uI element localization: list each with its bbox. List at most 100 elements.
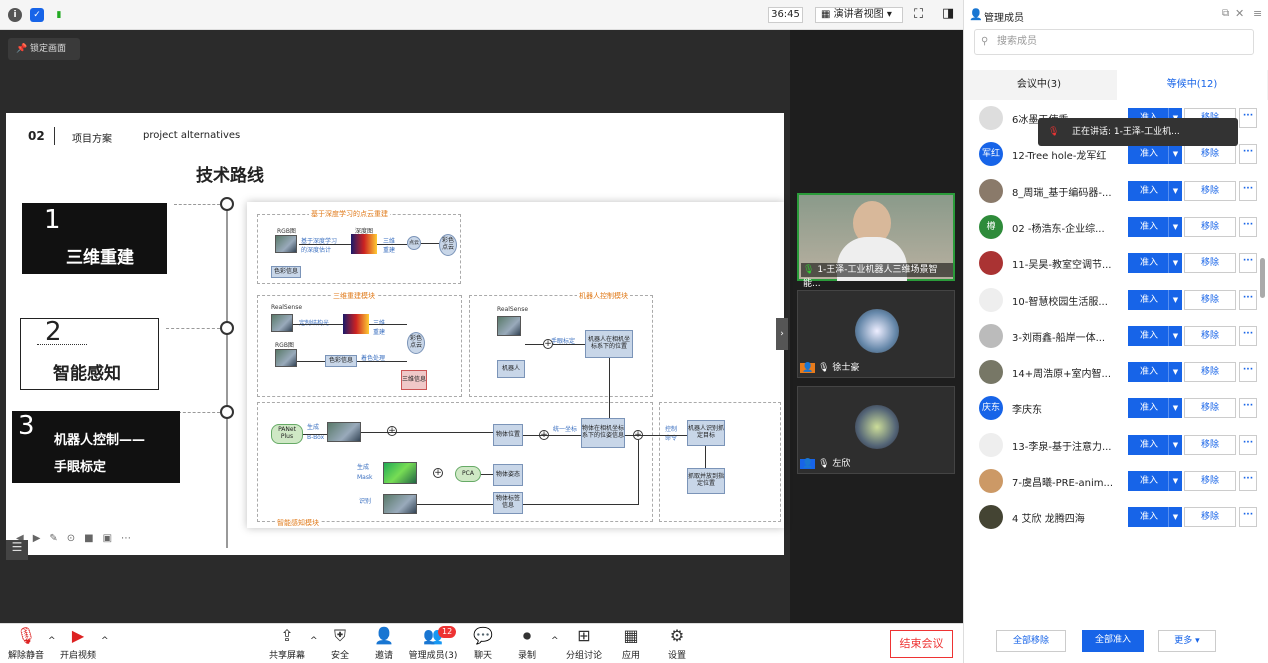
remove-button[interactable]: 移除 <box>1184 144 1236 165</box>
button-label: 设置 <box>667 651 686 661</box>
menu-icon[interactable]: ☰ <box>6 540 28 560</box>
settings-button[interactable]: ⚙ 设置 <box>664 626 690 662</box>
manage-members-button[interactable]: 👥管理成员(3) <box>408 627 458 662</box>
more-icon[interactable]: ··· <box>1239 216 1257 237</box>
security-button[interactable]: ⛨安全 <box>326 627 354 662</box>
remove-button[interactable]: 移除 <box>1184 507 1236 528</box>
chevron-up-icon[interactable]: ^ <box>48 636 56 646</box>
remove-button[interactable]: 移除 <box>1184 216 1236 237</box>
remove-button[interactable]: 移除 <box>1184 180 1236 201</box>
panet-box: PANet Plus <box>271 424 303 444</box>
chevron-up-icon[interactable]: ^ <box>310 636 318 646</box>
admit-button[interactable]: 准入▼ <box>1128 253 1182 274</box>
arrow <box>481 474 493 475</box>
admit-button[interactable]: 准入▼ <box>1128 507 1182 528</box>
chevron-down-icon[interactable]: ▼ <box>1168 180 1182 201</box>
chevron-down-icon[interactable]: ▼ <box>1168 144 1182 165</box>
view-mode-dropdown[interactable]: ▦ 演讲者视图 ▾ <box>815 7 903 23</box>
shield-icon[interactable]: ✓ <box>30 8 44 22</box>
admit-button[interactable]: 准入▼ <box>1128 471 1182 491</box>
more-icon[interactable]: ··· <box>1239 289 1257 310</box>
detection-image <box>327 422 361 442</box>
more-icon[interactable]: ··· <box>1239 507 1257 528</box>
more-icon[interactable]: ··· <box>1239 253 1257 274</box>
admit-label: 准入 <box>1140 185 1159 196</box>
unmute-button[interactable]: 🎙解除静音 <box>6 627 46 662</box>
member-row: 11-吴昊-教室空调节...准入▼移除··· <box>964 245 1264 281</box>
tab-waiting[interactable]: 等候中(12) <box>1117 70 1267 100</box>
more-icon[interactable]: ··· <box>1239 362 1257 383</box>
more-icon[interactable]: ··· <box>1239 180 1257 201</box>
more-icon[interactable]: ··· <box>1239 434 1257 455</box>
more-icon[interactable]: ··· <box>1239 108 1257 128</box>
admit-label: 准入 <box>1140 294 1159 305</box>
slide-toolbar[interactable]: ◀▶✎⊙■▣⋯ <box>16 533 141 544</box>
label: 定制结构光 <box>299 318 329 327</box>
chat-button[interactable]: 💬聊天 <box>470 627 496 662</box>
video-tile[interactable]: 👤 🎙 左欣 <box>797 386 955 474</box>
admit-button[interactable]: 准入▼ <box>1128 216 1182 237</box>
more-icon[interactable]: ··· <box>1239 471 1257 491</box>
chevron-down-icon[interactable]: ▼ <box>1168 507 1182 528</box>
chevron-down-icon[interactable]: ▼ <box>1168 362 1182 383</box>
remove-button[interactable]: 移除 <box>1184 398 1236 419</box>
gear-icon: ⚙ <box>669 626 685 645</box>
video-tile[interactable]: 👤 🎙 徐士豪 <box>797 290 955 378</box>
collapse-handle[interactable]: › <box>776 318 788 350</box>
tab-in-meeting[interactable]: 会议中(3) <box>964 72 1114 98</box>
breakout-button[interactable]: ⊞分组讨论 <box>564 627 604 662</box>
remove-button[interactable]: 移除 <box>1184 253 1236 274</box>
remove-button[interactable]: 移除 <box>1184 289 1236 310</box>
camera-off-icon: ▶ <box>71 626 85 645</box>
chevron-down-icon[interactable]: ▼ <box>1168 216 1182 237</box>
remove-button[interactable]: 移除 <box>1184 362 1236 383</box>
chevron-up-icon[interactable]: ^ <box>551 636 559 646</box>
popout-icon[interactable]: ⧉ <box>1222 8 1230 19</box>
button-label: 管理成员(3) <box>408 651 458 661</box>
end-meeting-button[interactable]: 结束会议 <box>890 630 953 658</box>
video-tile-speaker[interactable]: 🎙 1-王泽-工业机器人三维场景智能... <box>797 193 955 289</box>
remove-button[interactable]: 移除 <box>1184 471 1236 491</box>
search-input[interactable]: ⚲ 搜索成员 <box>974 29 1254 55</box>
chevron-down-icon[interactable]: ▼ <box>1168 471 1182 491</box>
admit-button[interactable]: 准入 ▼ <box>1128 180 1182 201</box>
sidebar-toggle-icon[interactable]: ◨ <box>942 6 955 21</box>
start-video-button[interactable]: ▶开启视频 <box>58 626 98 662</box>
more-icon[interactable]: ··· <box>1239 325 1257 346</box>
chevron-down-icon[interactable]: ▼ <box>1168 434 1182 455</box>
chevron-down-icon[interactable]: ▼ <box>1168 253 1182 274</box>
avatar <box>979 287 1003 312</box>
remove-button[interactable]: 移除 <box>1184 325 1236 346</box>
share-screen-button[interactable]: ⇪共享屏幕 <box>268 627 306 662</box>
apps-button[interactable]: ▦应用 <box>618 627 644 662</box>
admit-all-button[interactable]: 全部准入 <box>1082 630 1144 652</box>
scrollbar[interactable] <box>1260 258 1265 298</box>
button-label: 录制 <box>517 651 536 661</box>
remove-all-button[interactable]: 全部移除 <box>996 630 1066 652</box>
admit-label: 准入 <box>1140 367 1159 378</box>
label: 着色处理 <box>361 355 386 362</box>
admit-button[interactable]: 准入 ▼ <box>1128 289 1182 310</box>
record-button[interactable]: ⏺录制 <box>514 627 540 662</box>
chevron-down-icon[interactable]: ▼ <box>1168 325 1182 346</box>
more-icon[interactable]: ··· <box>1239 144 1257 165</box>
section-title-en: project alternatives <box>143 130 241 141</box>
admit-button[interactable]: 准入 ▼ <box>1128 362 1182 383</box>
fullscreen-icon[interactable]: ⛶ <box>914 7 924 22</box>
admit-button[interactable]: 准入▼ <box>1128 325 1182 346</box>
close-icon[interactable]: ✕ <box>1235 7 1245 20</box>
menu-icon[interactable]: ≡ <box>1253 7 1263 20</box>
remove-button[interactable]: 移除 <box>1184 434 1236 455</box>
chevron-down-icon[interactable]: ▼ <box>1168 398 1182 419</box>
more-button[interactable]: 更多 ▾ <box>1158 630 1216 652</box>
info-icon[interactable]: i <box>8 8 22 22</box>
chevron-up-icon[interactable]: ^ <box>101 636 109 646</box>
lock-view-button[interactable]: 📌 锁定画面 <box>8 38 80 60</box>
admit-button[interactable]: 准入▼ <box>1128 398 1182 419</box>
signal-icon[interactable]: ▮ <box>56 10 62 20</box>
more-icon[interactable]: ··· <box>1239 398 1257 419</box>
invite-button[interactable]: 👤邀请 <box>370 627 398 662</box>
admit-button[interactable]: 准入▼ <box>1128 144 1182 165</box>
admit-button[interactable]: 准入▼ <box>1128 434 1182 455</box>
chevron-down-icon[interactable]: ▼ <box>1168 289 1182 310</box>
